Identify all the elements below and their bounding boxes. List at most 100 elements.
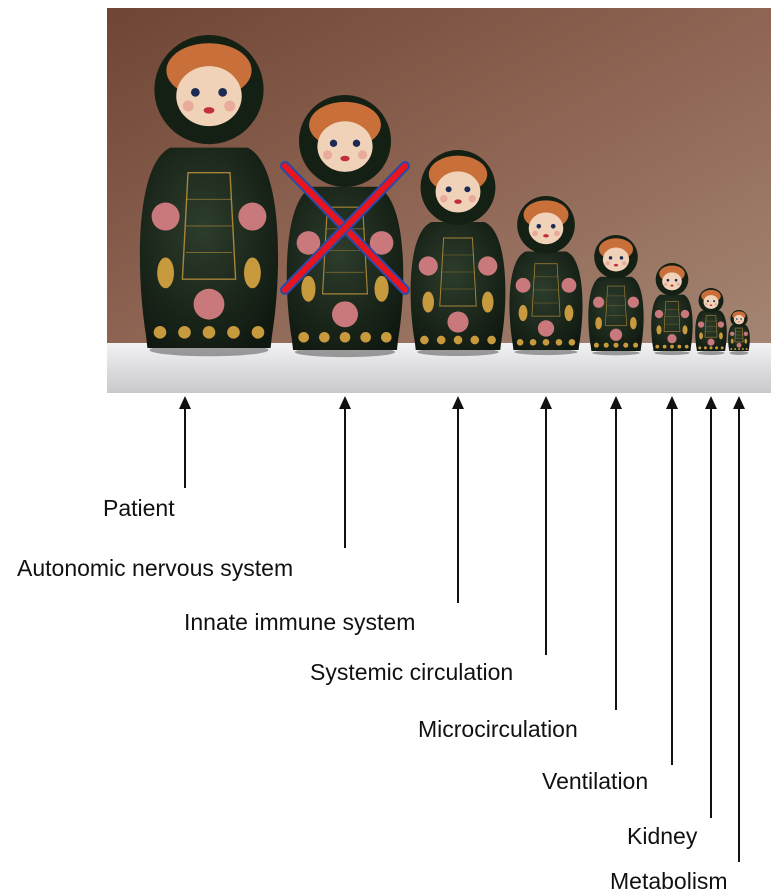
doll-gold-dot (340, 332, 351, 343)
doll-gold-dot (594, 343, 599, 348)
doll-cheek (664, 283, 667, 286)
label-3: Innate immune system (184, 611, 415, 634)
doll-eye (620, 256, 623, 259)
arrow-head-5 (610, 396, 622, 409)
doll-leaf (731, 339, 734, 344)
doll-face (317, 121, 372, 172)
doll-cheek (622, 261, 626, 265)
arrow-head-1 (179, 396, 191, 409)
doll-gold-dot (556, 339, 563, 346)
doll-leaf (301, 276, 315, 302)
doll-cheek (440, 195, 447, 202)
doll-cheek (323, 150, 332, 159)
arrow-head-3 (452, 396, 464, 409)
doll-7 (695, 288, 727, 355)
doll-gold-dot (670, 345, 674, 349)
label-5: Microcirculation (418, 718, 578, 741)
doll-face (436, 171, 481, 212)
doll-gold-dot (655, 345, 659, 349)
doll-mouth (614, 264, 618, 267)
doll-gold-dot (470, 336, 479, 345)
doll-face (662, 272, 682, 290)
doll-mouth (543, 234, 549, 237)
doll-gold-dot (178, 326, 191, 339)
doll-mouth (454, 199, 461, 203)
doll-gold-dot (721, 346, 724, 349)
doll-gold-dot (487, 336, 496, 345)
doll-cheek (606, 261, 610, 265)
doll-face (734, 315, 744, 324)
arrow-head-8 (733, 396, 745, 409)
doll-cheek (741, 320, 743, 322)
doll-gold-dot (319, 332, 330, 343)
doll-eye (446, 186, 452, 192)
doll-gold-dot (517, 339, 524, 346)
doll-gold-dot (154, 326, 167, 339)
doll-leaf (157, 257, 174, 288)
doll-eye (330, 140, 337, 147)
doll-gold-dot (530, 339, 537, 346)
doll-rose (698, 321, 704, 327)
doll-cheek (554, 231, 560, 237)
doll-eye (353, 140, 360, 147)
doll-shadow (654, 351, 690, 355)
doll-leaf (719, 332, 723, 339)
doll-cheek (677, 283, 680, 286)
doll-eye (713, 300, 715, 302)
doll-rose (447, 311, 468, 332)
doll-leaf (630, 317, 637, 329)
doll-eye (675, 279, 678, 282)
doll-rose (516, 278, 531, 293)
doll-cheek (705, 303, 707, 305)
doll-gold-dot (454, 336, 463, 345)
doll-rose (737, 343, 742, 348)
doll-gold-dot (604, 343, 609, 348)
doll-gold-dot (738, 348, 740, 350)
doll-shadow (730, 351, 749, 355)
doll-cheek (358, 150, 367, 159)
doll-leaf (244, 257, 261, 288)
doll-leaf (565, 305, 574, 321)
label-2: Autonomic nervous system (17, 557, 293, 580)
doll-rose (655, 310, 663, 318)
doll-8 (728, 310, 750, 355)
doll-eye (191, 88, 200, 97)
doll-rose (628, 297, 639, 308)
doll-face (529, 212, 564, 244)
arrow-head-6 (666, 396, 678, 409)
doll-mouth (738, 321, 740, 322)
doll-leaf (375, 276, 389, 302)
doll-eye (464, 186, 470, 192)
doll-rose (610, 329, 622, 341)
doll-eye (218, 88, 227, 97)
doll-4 (509, 196, 582, 355)
doll-gold-dot (677, 345, 681, 349)
doll-gold-dot (543, 339, 550, 346)
doll-gold-dot (623, 343, 628, 348)
doll-rose (538, 320, 554, 336)
doll-eye (536, 224, 541, 229)
doll-mouth (204, 107, 215, 114)
doll-rose (744, 332, 748, 336)
doll-rose (332, 301, 358, 327)
doll-leaf (745, 339, 748, 344)
doll-gold-dot (685, 345, 689, 349)
doll-rose (562, 278, 577, 293)
doll-mouth (670, 285, 673, 287)
doll-gold-dot (381, 332, 392, 343)
doll-eye (707, 300, 709, 302)
doll-cheek (224, 101, 235, 112)
doll-leaf (656, 325, 661, 334)
doll-eye (740, 318, 742, 320)
doll-cheek (714, 303, 716, 305)
doll-rose (667, 334, 676, 343)
doll-rose (681, 310, 689, 318)
doll-leaf (699, 332, 703, 339)
arrow-head-2 (339, 396, 351, 409)
doll-cheek (532, 231, 538, 237)
doll-rose (718, 321, 724, 327)
doll-gold-dot (252, 326, 265, 339)
doll-shadow (592, 351, 640, 356)
